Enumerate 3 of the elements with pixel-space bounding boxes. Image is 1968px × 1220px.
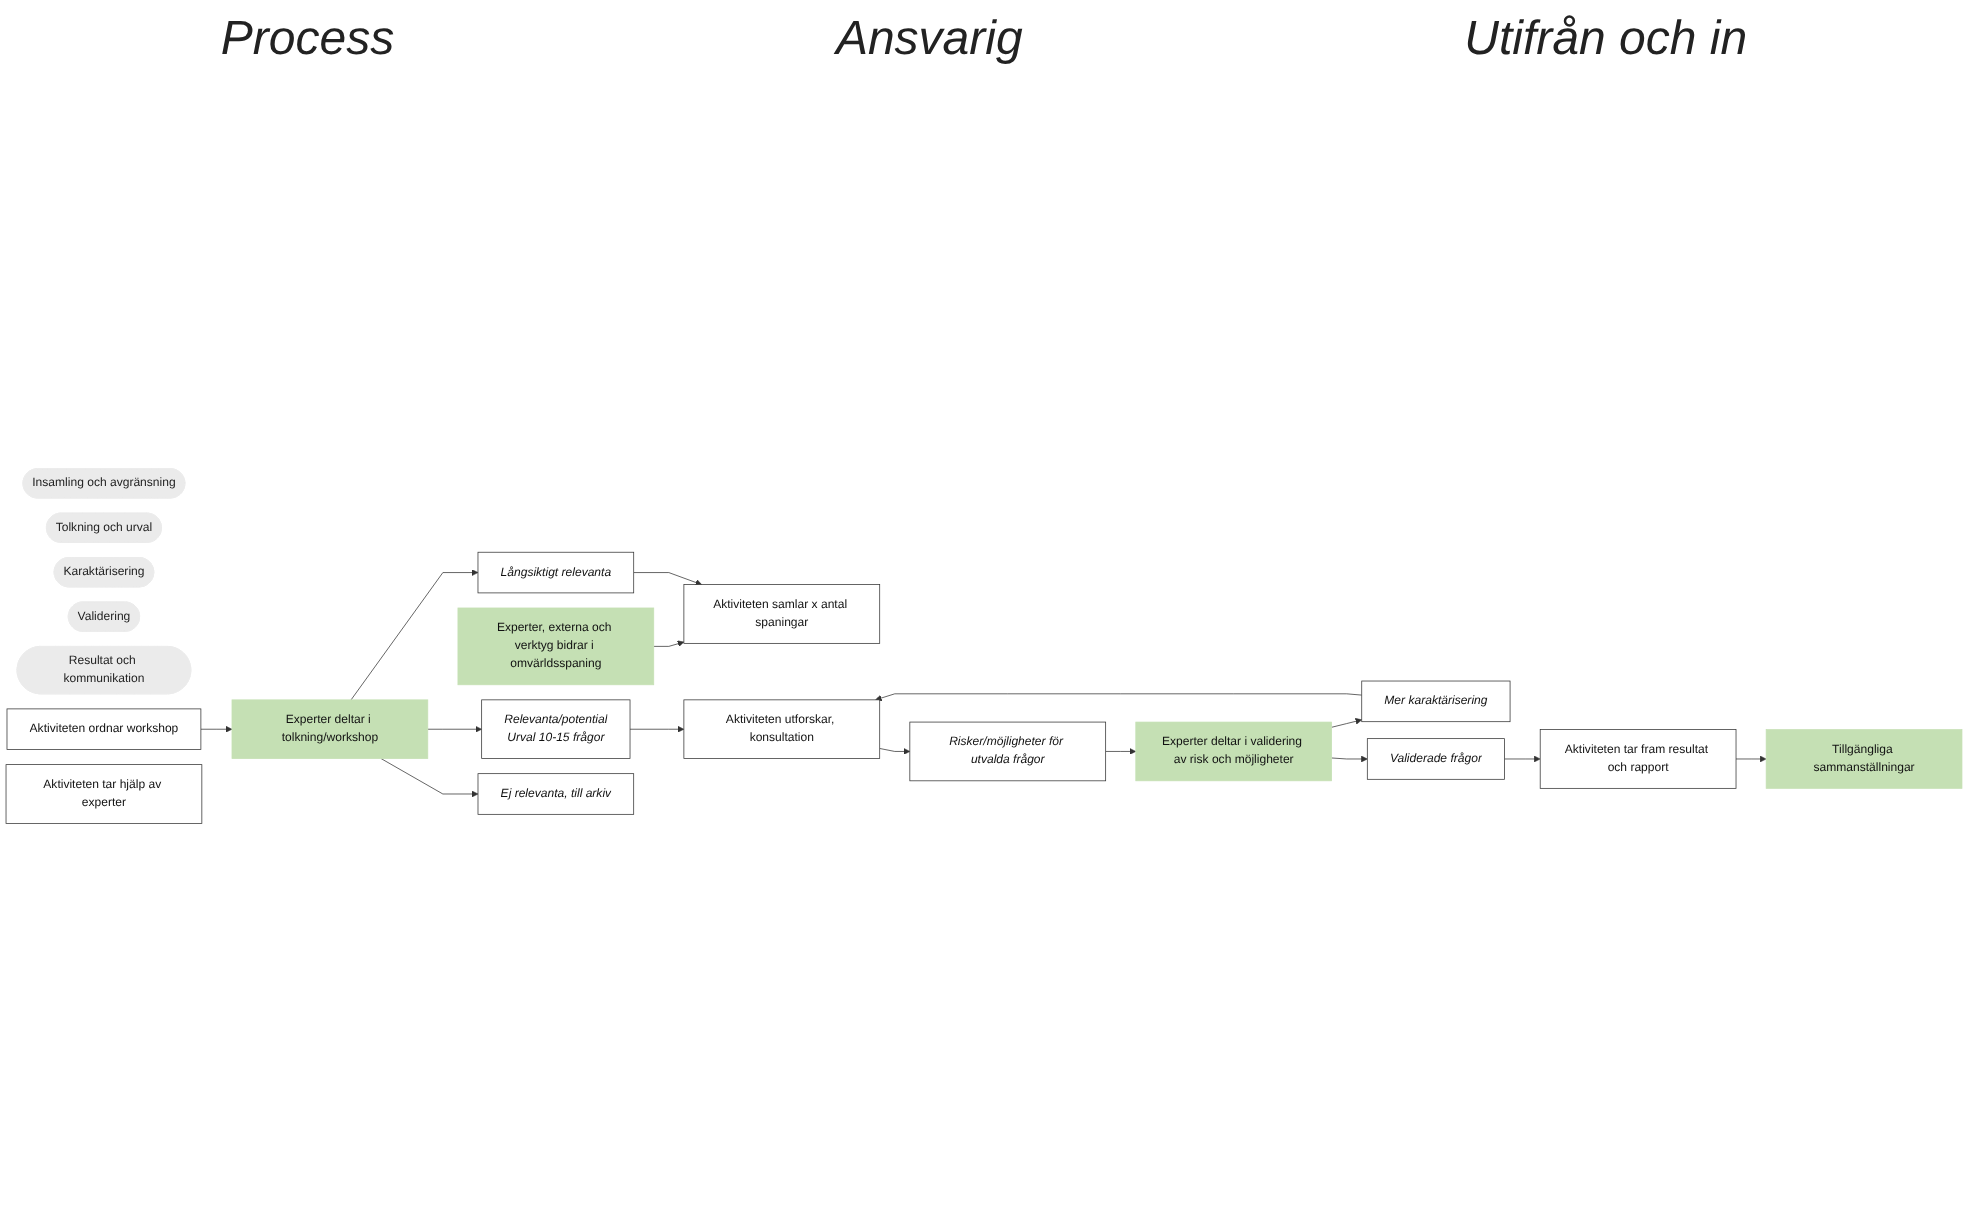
column-heading: Ansvarig: [835, 12, 1023, 68]
column-heading: Process: [220, 12, 395, 68]
column-heading: Utifrån och in: [1464, 12, 1748, 68]
